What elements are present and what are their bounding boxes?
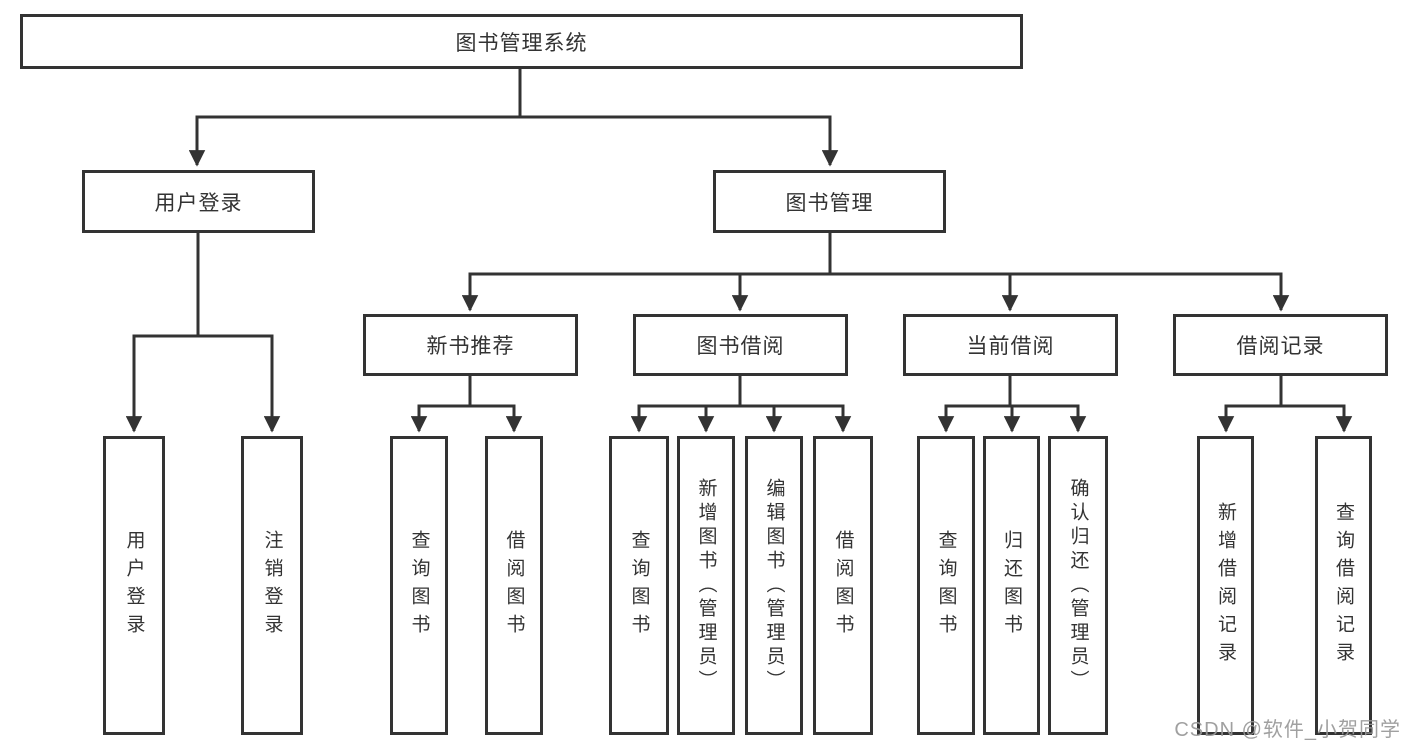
leaf-br-query-record-label: 查询借阅记录 [1333,501,1354,670]
node-borrow-record: 借阅记录 [1173,314,1388,376]
leaf-logout-label: 注销登录 [261,529,283,642]
leaf-nb-query-books: 查询图书 [390,436,448,735]
leaf-cb-confirm-return-admin: 确认归还（管理员） [1048,436,1108,735]
node-current-borrow: 当前借阅 [903,314,1118,376]
leaf-bb-add-books-admin: 新增图书（管理员） [677,436,735,735]
node-new-book-recommend: 新书推荐 [363,314,578,376]
leaf-bb-query-books-label: 查询图书 [628,529,650,642]
node-book-borrow-label: 图书借阅 [696,335,785,358]
leaf-cb-return-books-label: 归还图书 [1001,529,1022,642]
leaf-bb-borrow-books-label: 借阅图书 [832,529,854,642]
leaf-bb-query-books: 查询图书 [609,436,669,735]
leaf-logout: 注销登录 [241,436,303,735]
leaf-cb-query-books: 查询图书 [917,436,975,735]
node-root-label: 图书管理系统 [455,31,588,55]
leaf-cb-confirm-return-admin-label: 确认归还（管理员） [1067,477,1089,694]
leaf-user-login-label: 用户登录 [123,529,145,642]
leaf-br-add-record-label: 新增借阅记录 [1215,501,1236,670]
csdn-watermark: CSDN @软件_小贺同学 [1174,719,1401,741]
leaf-br-add-record: 新增借阅记录 [1197,436,1254,735]
node-book-management-label: 图书管理 [785,191,874,215]
leaf-bb-add-books-admin-label: 新增图书（管理员） [695,477,717,694]
node-current-borrow-label: 当前借阅 [966,335,1055,358]
node-user-login-label: 用户登录 [154,191,243,215]
leaf-cb-query-books-label: 查询图书 [935,529,957,642]
leaf-nb-borrow-books-label: 借阅图书 [503,529,525,642]
leaf-nb-borrow-books: 借阅图书 [485,436,543,735]
leaf-bb-edit-books-admin-label: 编辑图书（管理员） [763,477,785,694]
node-book-borrow: 图书借阅 [633,314,848,376]
node-book-management: 图书管理 [713,170,946,233]
node-borrow-record-label: 借阅记录 [1236,335,1325,358]
node-new-book-recommend-label: 新书推荐 [426,335,515,358]
leaf-nb-query-books-label: 查询图书 [408,529,430,642]
node-root: 图书管理系统 [20,14,1023,69]
leaf-bb-edit-books-admin: 编辑图书（管理员） [745,436,803,735]
leaf-br-query-record: 查询借阅记录 [1315,436,1372,735]
leaf-bb-borrow-books: 借阅图书 [813,436,873,735]
leaf-user-login: 用户登录 [103,436,165,735]
node-user-login: 用户登录 [82,170,315,233]
leaf-cb-return-books: 归还图书 [983,436,1040,735]
